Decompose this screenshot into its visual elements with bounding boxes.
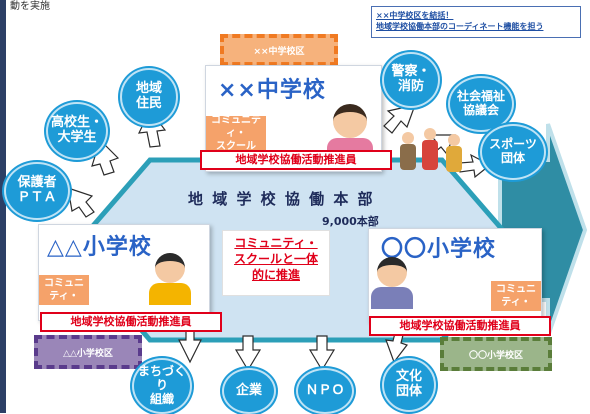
students-label: 高校生・ 大学生 [50,115,103,145]
left-school-panel: △△小学校 コミュニ ティ・ [38,224,210,321]
arrow-keisatsu [383,104,416,134]
companies-label: 企業 [235,382,262,398]
hq-title: 地 域 学 校 協 働 本 部 [188,190,375,208]
student2-figure-icon [377,257,407,287]
middle-district-label: ××中学校区 [253,46,305,57]
bubble-students: 高校生・ 大学生 [46,102,108,160]
bubble-parents-pta: 保護者 ＰＴＡ [4,162,70,220]
bubble-social-welfare: 社会福祉 協議会 [448,76,514,132]
coordination-callout: ××中学校区を結括！ 地域学校協働本部のコーディネート機能を担う [371,6,581,38]
teacher-figure-icon [333,104,367,138]
arrow-npo [308,335,336,372]
right-school-name: 〇〇小学校 [381,237,497,262]
callout-line2: 地域学校協働本部のコーディネート機能を担う [376,22,544,31]
middle-school-name: ××中学校 [218,78,326,103]
bubble-cultural-groups: 文化 団体 [382,358,436,412]
left-promoter-label: 地域学校協働活動推進員 [40,312,222,332]
top-note-text: 動を実施 [10,1,50,12]
bubble-sports-groups: スポーツ 団体 [480,124,546,180]
bubble-police-fire: 警察・ 消防 [382,52,440,108]
bubble-town-planning: まちづくり 組織 [132,358,192,414]
middle-community-school-label: コミュニティ・ スクール [206,115,266,152]
bubble-npo: ＮＰＯ [296,368,354,414]
arrow-hogosha [67,187,95,218]
npo-label: ＮＰＯ [305,382,345,398]
police-fire-label: 警察・ 消防 [391,64,431,94]
parents-pta-label: 保護者 ＰＴＡ [17,175,57,205]
arrow-kigyo [234,335,262,372]
right-school-district-box: 〇〇小学校区 [440,337,552,371]
left-edge-bar [0,0,6,413]
student-body-icon [149,283,191,305]
sports-groups-label: スポーツ 団体 [489,137,537,165]
social-welfare-label: 社会福祉 協議会 [456,89,505,117]
cultural-groups-label: 文化 団体 [395,369,422,399]
local-residents-label: 地域 住民 [135,81,162,111]
bubble-local-residents: 地域 住民 [120,68,178,126]
hq-count: 9,000本部 [322,215,379,228]
right-promoter-label: 地域学校協働活動推進員 [369,316,551,336]
callout-line1: ××中学校区を結括！ [376,11,454,20]
left-school-district-box: △△小学校区 [34,335,142,369]
student-figure-icon [155,253,185,283]
center-integration-text: コミュニティ・ スクールと一体 的に推進 [222,230,330,296]
right-school-panel: 〇〇小学校 コミュニ ティ・ [368,228,542,322]
residents-group-icon [398,128,478,180]
right-district-label: 〇〇小学校区 [468,350,523,361]
arrow-chiiki [137,108,167,148]
left-school-name: △△小学校 [47,235,152,260]
middle-school-district-box: ××中学校区 [220,34,338,66]
middle-promoter-label: 地域学校協働活動推進員 [200,150,392,170]
right-community-school-label: コミュニ ティ・ [491,281,541,311]
bubble-companies: 企業 [222,368,276,414]
student2-body-icon [371,287,413,309]
left-district-label: △△小学校区 [63,348,113,359]
left-community-school-label: コミュニ ティ・ [39,275,89,305]
town-planning-label: まちづくり 組織 [137,364,186,406]
